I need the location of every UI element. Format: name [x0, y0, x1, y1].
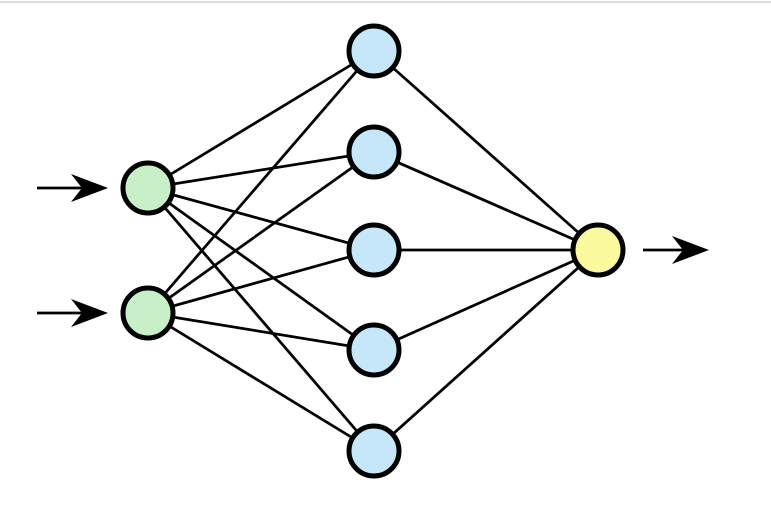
edge-hidden-5-to-output-1	[373, 248, 599, 453]
node-output-1	[570, 222, 626, 278]
edge-input-2-to-hidden-4	[147, 311, 375, 352]
edge-hidden-1-to-output-1	[373, 49, 599, 252]
edge-input-1-to-hidden-2	[147, 150, 375, 190]
edge-input-2-to-hidden-3	[147, 248, 375, 315]
node-hidden-2	[346, 124, 402, 180]
edge-input-2-to-hidden-1	[146, 50, 376, 314]
node-hidden-1	[346, 23, 402, 79]
edge-input-1-to-hidden-4	[147, 186, 375, 352]
edge-hidden-4-to-output-1	[373, 248, 599, 352]
edge-input-2-to-hidden-2	[147, 150, 375, 315]
node-hidden-5	[346, 423, 402, 479]
edge-input-1-to-hidden-5	[146, 187, 376, 452]
edge-input-1-to-hidden-3	[147, 186, 375, 252]
input-arrow-1head-icon	[71, 174, 108, 202]
node-hidden-4	[346, 322, 402, 378]
edge-input-2-to-hidden-5	[147, 311, 375, 453]
node-hidden-3	[346, 222, 402, 278]
edge-hidden-2-to-output-1	[373, 150, 599, 252]
edge-input-1-to-hidden-1	[147, 49, 375, 190]
output-arrowhead-icon	[672, 236, 709, 264]
node-input-1	[120, 160, 176, 216]
top-border-line	[0, 1, 771, 3]
input-arrow-2head-icon	[71, 299, 108, 327]
node-input-2	[120, 285, 176, 341]
